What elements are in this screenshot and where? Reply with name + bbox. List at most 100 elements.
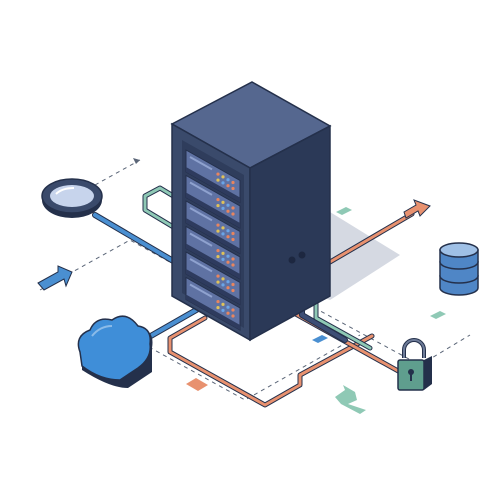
- rack-slot-led: [216, 274, 220, 278]
- arrow-icon-green: [335, 385, 366, 414]
- rack-slot-led: [226, 286, 230, 290]
- rack-slot-led: [231, 186, 235, 191]
- accent-teal-top: [336, 207, 352, 215]
- rack-slot-band: [186, 269, 240, 305]
- magnifier-lens-shine: [55, 187, 75, 195]
- padlock-shackle-inner: [403, 339, 425, 358]
- padlock-icon: [397, 338, 432, 391]
- rack-slot-led: [226, 229, 230, 233]
- rack-slot-led: [216, 178, 220, 182]
- cable-orange-upper: [328, 212, 414, 264]
- database-icon: [439, 242, 479, 296]
- cloud-icon: [77, 315, 153, 388]
- rack-slot-led: [231, 231, 235, 236]
- padlock-keyhole-slot: [410, 373, 412, 381]
- rack-port-2: [298, 251, 306, 259]
- rack-slot-led: [216, 305, 220, 310]
- rack-slot: [185, 276, 241, 331]
- rack-slot-led: [221, 251, 225, 255]
- rack-slot-led: [216, 172, 220, 176]
- rack-slot-led: [221, 232, 225, 236]
- rack-slot-vent: [189, 232, 213, 247]
- rack-slot-band: [186, 167, 240, 203]
- rack-slot-vent: [189, 283, 213, 298]
- rack-port-1: [288, 256, 296, 264]
- rack-slot-led: [226, 203, 230, 207]
- accent-orange-bottom: [186, 378, 208, 391]
- rack-slot-led: [226, 305, 230, 309]
- rack-slot-led: [216, 248, 220, 253]
- arrow-blue-shape: [37, 265, 73, 291]
- padlock-keyhole: [408, 369, 414, 375]
- rack-slots: [185, 149, 241, 331]
- rack-slot-led: [231, 282, 235, 287]
- rack-slot-vent: [189, 181, 213, 196]
- rack-slot-led: [226, 254, 230, 258]
- rack-slot-led: [216, 223, 220, 227]
- rack-slot-led: [231, 180, 235, 185]
- rack-slot-led: [221, 181, 225, 185]
- rack-slot-led: [221, 283, 225, 287]
- rack-slot-band: [186, 192, 240, 228]
- rack-slot-led: [231, 237, 235, 242]
- database-lid: [439, 242, 479, 258]
- rack-slot-led: [226, 184, 230, 188]
- rack-slot-led: [231, 263, 235, 267]
- rack-slot-led: [226, 209, 230, 213]
- rack-slot: [185, 174, 241, 229]
- rack-slot-led: [231, 314, 235, 318]
- rack-slot-led: [221, 206, 225, 210]
- dashed-guide-top-left: [94, 159, 141, 186]
- cable-green-loop: [143, 186, 182, 230]
- arrow-green-shape: [335, 385, 366, 414]
- magnifier-icon: [41, 178, 103, 218]
- rack-slot-vent: [189, 156, 213, 171]
- arrowhead-top-left: [133, 158, 140, 164]
- rack-slot-led: [216, 229, 220, 233]
- rack-slot-led: [221, 257, 225, 261]
- rack-slot-led: [226, 260, 230, 264]
- rack-side-face: [249, 124, 331, 342]
- rack-slot-led: [216, 254, 220, 259]
- rack-slot-led: [231, 288, 235, 293]
- rack-slot-led: [216, 197, 220, 202]
- arrow-orange-shape: [403, 199, 431, 219]
- rack-slot-led: [231, 308, 235, 312]
- arrow-icon-blue: [37, 265, 73, 291]
- rack-slot: [185, 251, 241, 306]
- rack-slot-led: [221, 277, 225, 281]
- rack-slot: [185, 200, 241, 255]
- rack-slot-led: [221, 308, 225, 312]
- rack-slot-band: [186, 294, 240, 330]
- rack-slot-led: [231, 257, 235, 261]
- rack-slot-led: [231, 212, 235, 216]
- rack-slot-led: [216, 280, 220, 284]
- arrow-icon-orange: [403, 199, 431, 219]
- rack-slot-led: [221, 175, 225, 179]
- accent-teal-right: [430, 311, 446, 319]
- rack-slot-led: [226, 280, 230, 284]
- padlock-body-side: [424, 356, 432, 390]
- rack-slot: [185, 225, 241, 280]
- rack-slot-led: [231, 206, 235, 210]
- cable-blue-magnifier: [93, 213, 177, 264]
- rack-slot-led: [226, 311, 230, 315]
- rack-slot-led: [221, 302, 225, 306]
- rack-slot-vent: [189, 258, 213, 273]
- rack-slot: [185, 149, 241, 204]
- floor-accents: [186, 207, 446, 391]
- rack-slot-led: [216, 299, 220, 304]
- rack-slot-led: [216, 203, 220, 208]
- accent-blue-bottom: [312, 335, 328, 343]
- rack-slot-led: [226, 235, 230, 239]
- rack-slot-led: [221, 226, 225, 230]
- rack-slot-led: [226, 178, 230, 182]
- cable-bottom-loop: [168, 316, 374, 407]
- rack-slot-led: [221, 200, 225, 204]
- rack-slot-band: [186, 243, 240, 279]
- rack-slot-vent: [189, 207, 213, 222]
- rack-slot-band: [186, 218, 240, 254]
- server-rack: [170, 81, 332, 342]
